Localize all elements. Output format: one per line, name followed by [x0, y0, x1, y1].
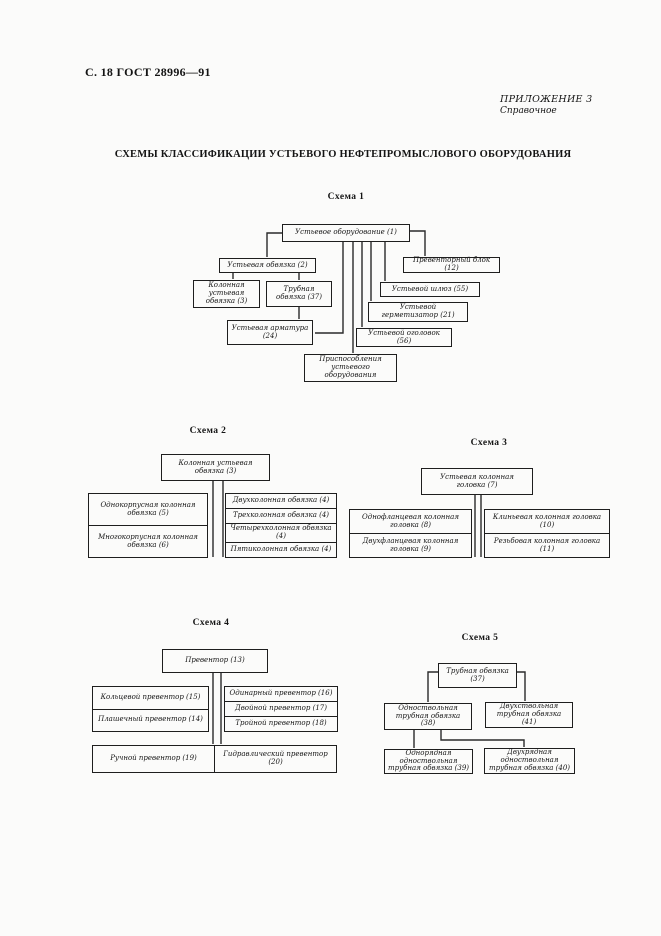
scheme2-label: Схема 2	[189, 426, 227, 436]
node-wellhead-equipment: Устьевое оборудование (1)	[282, 224, 410, 242]
node-single-flange-head: Однофланцевая колонная головка (8)	[362, 512, 459, 529]
node-casing-head-hookup-root: Колонная устьевая обвязка (3)	[161, 454, 270, 481]
annex-block: ПРИЛОЖЕНИЕ 3 Справочное	[500, 94, 592, 117]
node-triple-preventer: Тройной превентор (18)	[225, 716, 337, 731]
annex-type: Справочное	[500, 105, 557, 116]
connector-line	[266, 232, 283, 257]
node-casing-head-hookup: Колонная устьевая обвязка (3)	[193, 280, 260, 308]
node-two-casing-hookup: Двухколонная обвязка (4)	[232, 496, 330, 505]
node-preventer-root: Превентор (13)	[162, 649, 268, 673]
node-annular-preventer: Кольцевой превентор (15)	[100, 692, 201, 701]
scheme1-label: Схема 1	[327, 192, 365, 202]
node-tubing-hookup-root: Трубная обвязка (37)	[438, 663, 517, 688]
node-wellhead-cap: Устьевой оголовок (56)	[356, 328, 452, 347]
scheme3-left-stack: Однофланцевая колонная головка (8) Двухф…	[349, 509, 472, 558]
page-title: СХЕМЫ КЛАССИФИКАЦИИ УСТЬЕВОГО НЕФТЕПРОМЫ…	[114, 149, 572, 160]
scheme2-right-stack: Двухколонная обвязка (4) Трехколонная об…	[225, 493, 337, 558]
node-single-string-hookup: Одноствольная трубная обвязка (38)	[384, 703, 472, 730]
scheme4-left-stack: Кольцевой превентор (15) Плашечный преве…	[92, 686, 209, 732]
node-tubing-hookup: Трубная обвязка (37)	[266, 281, 332, 307]
node-single-preventer: Одинарный превентор (16)	[229, 689, 333, 698]
node-wellhead-armature: Устьевая арматура (24)	[227, 320, 313, 345]
page-header-ref: С. 18 ГОСТ 28996—91	[85, 65, 211, 79]
scheme5-label: Схема 5	[461, 633, 499, 643]
node-ram-preventer: Плашечный превентор (14)	[93, 708, 208, 732]
node-double-row-single-string-hookup: Двухрядная одноствольная трубная обвязка…	[484, 748, 575, 774]
connector-line	[409, 230, 426, 256]
scheme3-right-stack: Клиньевая колонная головка (10) Резьбова…	[484, 509, 610, 558]
connector-line	[516, 671, 526, 701]
connector-line	[427, 671, 439, 702]
node-preventer-block: Превенторный блок (12)	[403, 256, 500, 273]
node-single-body-hookup: Однокорпусная колонная обвязка (5)	[100, 500, 196, 517]
node-wellhead-sealer: Устьевой герметизатор (21)	[368, 302, 468, 322]
node-five-casing-hookup: Пятиколонная обвязка (4)	[226, 541, 336, 557]
node-four-casing-hookup: Четырехколонная обвязка (4)	[226, 523, 336, 542]
scheme3-label: Схема 3	[470, 438, 508, 448]
scheme2-left-stack: Однокорпусная колонная обвязка (5) Много…	[88, 493, 208, 558]
connector-line	[315, 241, 344, 334]
node-wellhead-accessories: Приспособления устьевого оборудования	[304, 354, 397, 382]
node-manual-preventer: Ручной превентор (19)	[110, 754, 197, 763]
node-multi-body-hookup: Многокорпусная колонная обвязка (6)	[89, 525, 207, 557]
node-threaded-head: Резьбовая колонная головка (11)	[485, 533, 609, 557]
node-double-preventer: Двойной превентор (17)	[225, 701, 337, 716]
scheme4-label: Схема 4	[192, 618, 230, 628]
node-wellhead-sluice: Устьевой шлюз (55)	[380, 282, 480, 297]
node-hydraulic-preventer: Гидравлический превентор (20)	[214, 746, 336, 772]
connector-line	[440, 729, 525, 747]
scheme4-bottom-row: Ручной превентор (19) Гидравлический пре…	[92, 745, 337, 773]
node-double-string-hookup: Двухствольная трубная обвязка (41)	[485, 702, 573, 728]
node-three-casing-hookup: Трехколонная обвязка (4)	[226, 508, 336, 523]
node-single-row-single-string-hookup: Однорядная одноствольная трубная обвязка…	[384, 749, 473, 774]
node-casing-head-root: Устьевая колонная головка (7)	[421, 468, 533, 495]
node-double-flange-head: Двухфланцевая колонная головка (9)	[350, 533, 471, 557]
annex-label: ПРИЛОЖЕНИЕ 3	[500, 94, 593, 105]
node-wedge-head: Клиньевая колонная головка (10)	[492, 512, 602, 529]
node-wellhead-hookup: Устьевая обвязка (2)	[219, 258, 316, 273]
scheme4-right-stack: Одинарный превентор (16) Двойной превент…	[224, 686, 338, 732]
